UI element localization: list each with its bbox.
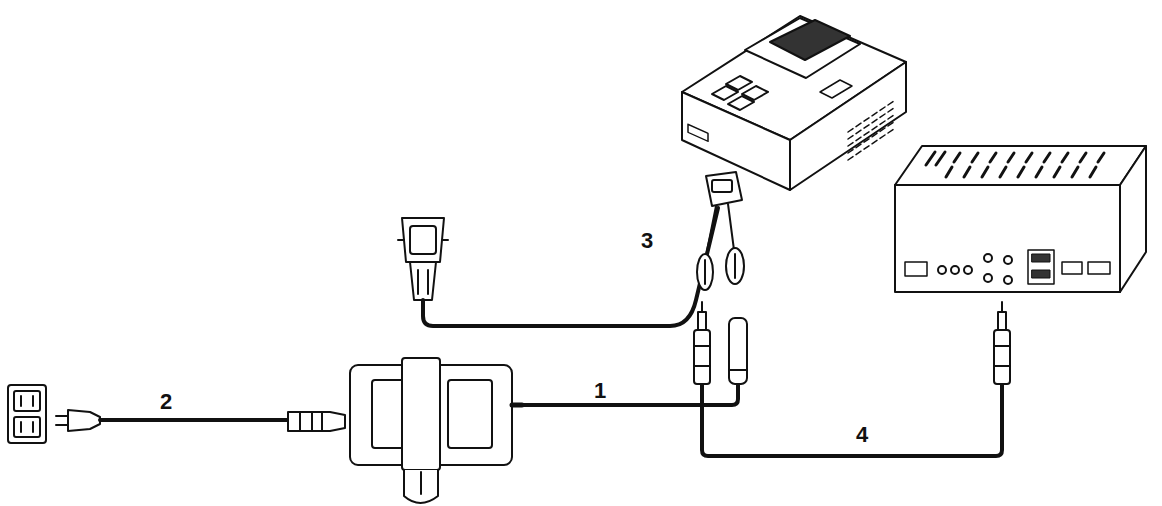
projector — [682, 16, 906, 190]
callout-number: 3 — [641, 230, 653, 252]
set-top-box — [895, 146, 1146, 292]
callout-number: 1 — [594, 380, 606, 402]
callout-number: 4 — [856, 424, 868, 446]
power-cord — [56, 410, 345, 431]
dc-cable — [522, 384, 738, 405]
vga-cable — [423, 208, 718, 326]
rca-plug — [994, 302, 1010, 384]
callout-number: 2 — [160, 391, 172, 413]
rca-plug — [694, 302, 710, 384]
rca-cable — [702, 384, 1002, 456]
projector-connector — [697, 172, 744, 290]
power-adapter — [350, 358, 522, 503]
wall-outlet — [8, 385, 46, 443]
vga-connector — [398, 218, 448, 300]
dc-plug — [729, 318, 747, 384]
